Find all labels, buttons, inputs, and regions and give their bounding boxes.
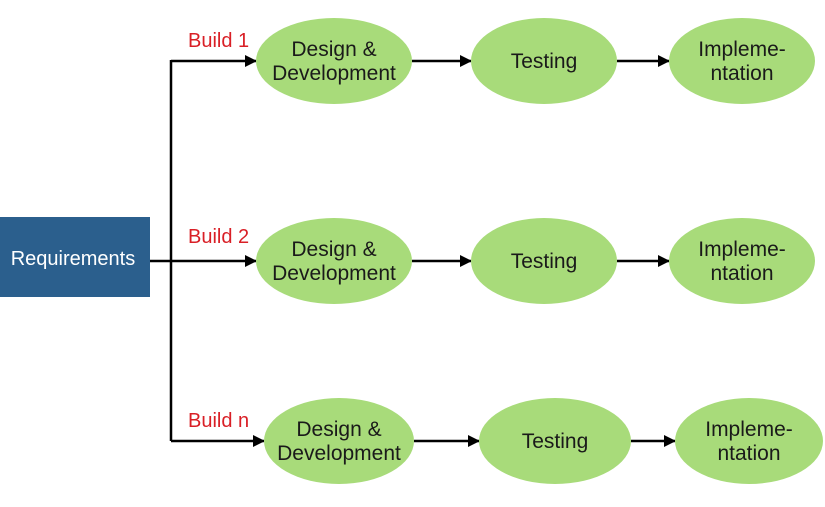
stage-label: Impleme-	[705, 418, 793, 441]
requirements-label: Requirements	[11, 248, 136, 270]
build-row-2: Build 2 Design &Development Testing Impleme…	[171, 218, 815, 304]
stage-ellipse-impleme-ntation	[669, 18, 815, 104]
stage-ellipse-testing	[471, 218, 617, 304]
stage-label: Testing	[522, 430, 589, 453]
stage-label: Development	[272, 262, 396, 285]
build-label: Build 1	[188, 30, 249, 52]
stage-label: Design &	[291, 238, 376, 261]
stage-ellipse-testing	[479, 398, 631, 484]
stage-label: Testing	[511, 50, 578, 73]
stage-label: ntation	[710, 262, 773, 285]
stage-ellipse-design-development	[256, 18, 412, 104]
build-label: Build n	[188, 410, 249, 432]
stage-label: Development	[272, 62, 396, 85]
stage-label: Impleme-	[698, 38, 786, 61]
stage-label: Development	[277, 442, 401, 465]
stage-label: ntation	[710, 62, 773, 85]
requirements-box	[0, 217, 150, 297]
stage-ellipse-impleme-ntation	[669, 218, 815, 304]
build-row-3: Build n Design &Development Testing Impleme…	[171, 398, 823, 484]
stage-label: Design &	[296, 418, 381, 441]
stage-label: ntation	[717, 442, 780, 465]
stage-ellipse-design-development	[256, 218, 412, 304]
build-row-1: Build 1 Design &Development Testing Impleme…	[171, 18, 815, 104]
stage-label: Design &	[291, 38, 376, 61]
build-label: Build 2	[188, 226, 249, 248]
stage-label: Testing	[511, 250, 578, 273]
stage-label: Impleme-	[698, 238, 786, 261]
stage-ellipse-impleme-ntation	[675, 398, 823, 484]
stage-ellipse-testing	[471, 18, 617, 104]
stage-ellipse-design-development	[264, 398, 414, 484]
